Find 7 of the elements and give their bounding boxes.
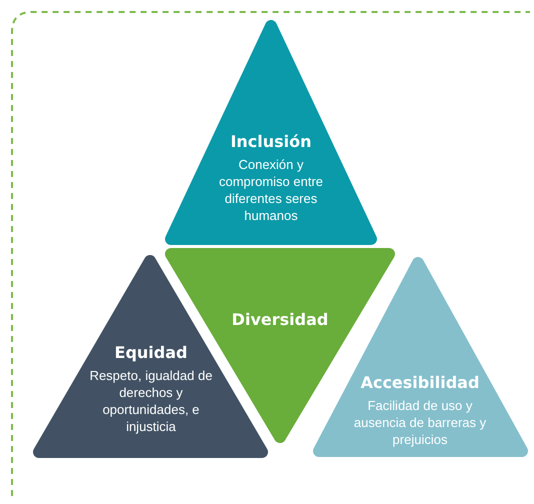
node-title: Diversidad [230,310,330,329]
node-description: Respeto, igualdad de derechos y oportunidades, e injusticia [88,367,214,435]
node-title: Inclusión [229,132,313,151]
node-title: Accesibilidad [360,373,480,392]
node-title: Equidad [114,343,188,362]
node-description: Conexión y compromiso entre diferentes seres humanos [218,156,324,224]
node-description: Facilidad de uso y ausencia de barreras y prejuicios [352,397,488,448]
